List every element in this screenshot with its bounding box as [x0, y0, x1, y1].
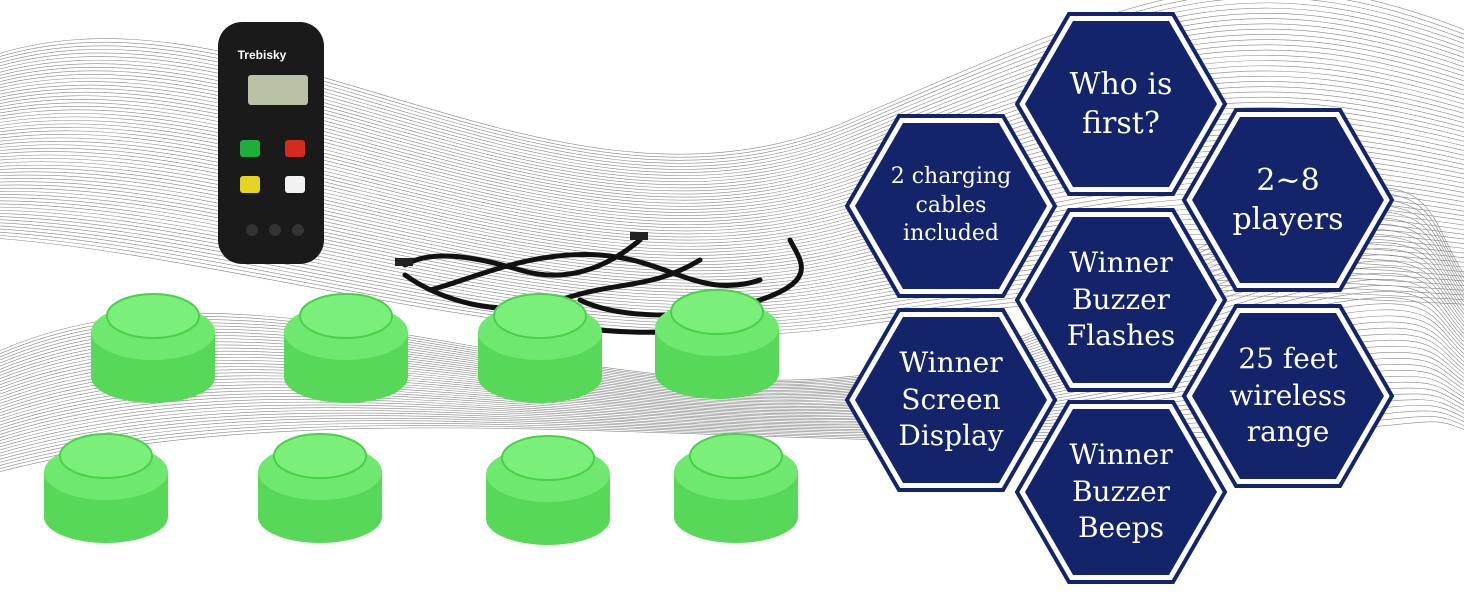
hexagon-fill-players — [1192, 117, 1384, 283]
hexagon-fill-who-is-first — [1025, 21, 1217, 187]
start-button-icon — [240, 140, 260, 157]
remote-brand: Trebisky — [238, 48, 287, 62]
feature-hexagons — [844, 12, 1395, 584]
buzzer-button — [655, 289, 779, 399]
hexagon-fill-winner-screen — [855, 317, 1047, 483]
buzzers-group — [44, 289, 798, 545]
buzzer-button — [44, 433, 168, 543]
buzzer-button — [91, 293, 215, 403]
function-button-icon — [240, 176, 260, 193]
hexagon-fill-winner-beeps — [1025, 409, 1217, 575]
hexagon-fill-wireless-range — [1192, 313, 1384, 479]
reset-button-icon — [269, 224, 281, 236]
buzzer-button — [258, 433, 382, 543]
remote-lcd-screen — [248, 75, 308, 105]
stop-button-icon — [285, 140, 305, 157]
mode2-button-icon — [292, 224, 304, 236]
buzzer-button — [284, 293, 408, 403]
buzzer-button — [486, 435, 610, 545]
battery-button-icon — [285, 176, 305, 193]
remote-control-image: Trebisky — [218, 22, 324, 264]
hexagon-fill-charging-cables — [855, 123, 1047, 289]
hexagon-fill-winner-flashes — [1025, 217, 1217, 383]
buzzer-button — [674, 433, 798, 543]
buzzer-button — [478, 293, 602, 403]
mode-button-icon — [246, 224, 258, 236]
